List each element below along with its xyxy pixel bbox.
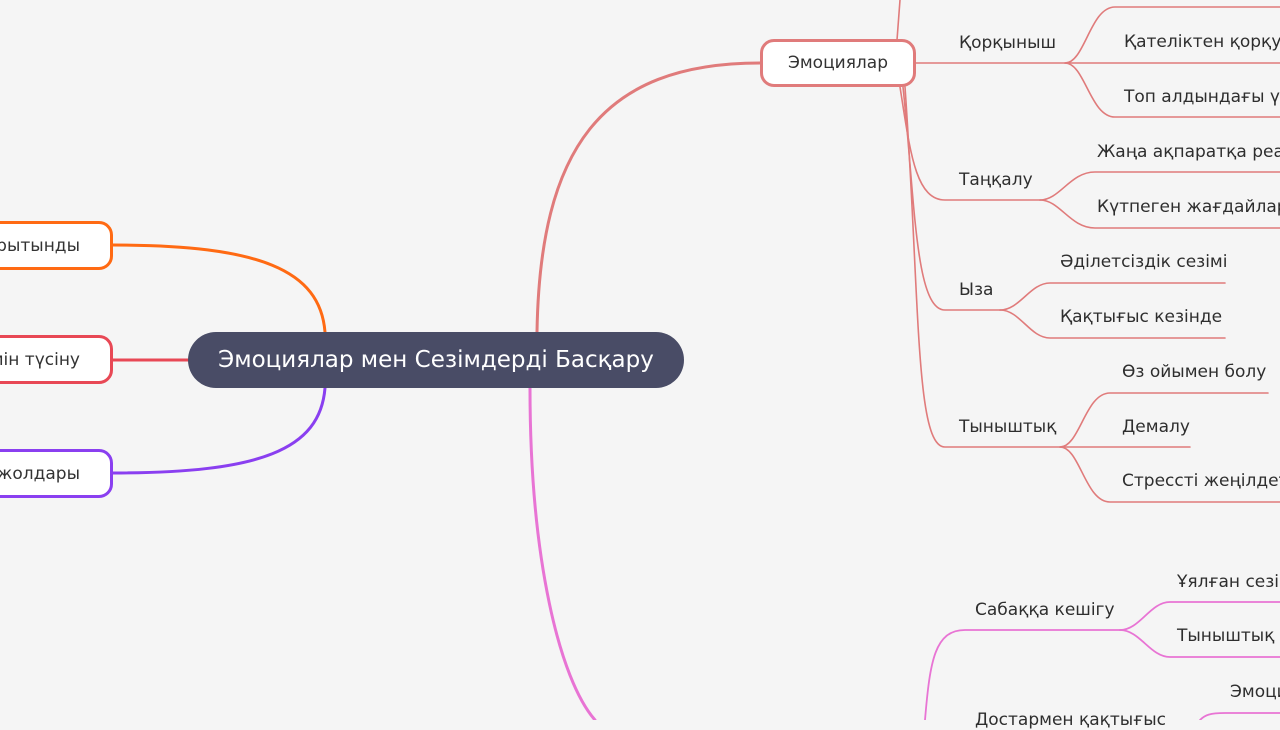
node-label: рытынды [0,235,80,256]
subtopic[interactable]: Тыныштық і [1177,626,1280,646]
node-left-conclusion[interactable]: рытынды [0,221,113,270]
subtopic[interactable]: Стрессті жеңілдет [1122,471,1280,491]
subtopic[interactable]: Эмоци [1230,682,1280,702]
node-left-understanding[interactable]: мін түсіну [0,335,113,384]
subtopic[interactable]: Ұялған сезі [1177,572,1280,592]
topic-anger[interactable]: Ыза [959,280,994,300]
subtopic[interactable]: Күтпеген жағдайлар [1097,197,1280,217]
topic-fear[interactable]: Қорқыныш [959,33,1057,53]
topic-late-to-class[interactable]: Сабаққа кешігу [975,600,1115,620]
subtopic[interactable]: Қателіктен қорқу [1124,32,1280,52]
node-label: мін түсіну [0,349,80,370]
subtopic[interactable]: Әділетсіздік сезімі [1060,252,1228,272]
node-emotions-label: Эмоциялар [787,53,889,73]
topic-calm[interactable]: Тыныштық [959,417,1057,437]
subtopic[interactable]: Жаңа ақпаратқа реа [1097,142,1280,162]
subtopic[interactable]: Демалу [1122,417,1190,437]
node-label: жолдары [0,463,80,484]
node-emotions[interactable]: Эмоциялар [760,39,916,87]
subtopic[interactable]: Қақтығыс кезінде [1060,307,1223,327]
topic-conflict-with-friends[interactable]: Достармен қақтығыс [975,710,1167,730]
subtopic[interactable]: Топ алдындағы үр [1124,87,1280,107]
node-left-ways[interactable]: жолдары [0,449,113,498]
central-topic[interactable]: Эмоциялар мен Сезімдерді Басқару [188,332,684,388]
central-topic-label: Эмоциялар мен Сезімдерді Басқару [218,347,654,373]
topic-surprise[interactable]: Таңқалу [959,170,1033,190]
subtopic[interactable]: Өз ойымен болу [1122,362,1267,382]
